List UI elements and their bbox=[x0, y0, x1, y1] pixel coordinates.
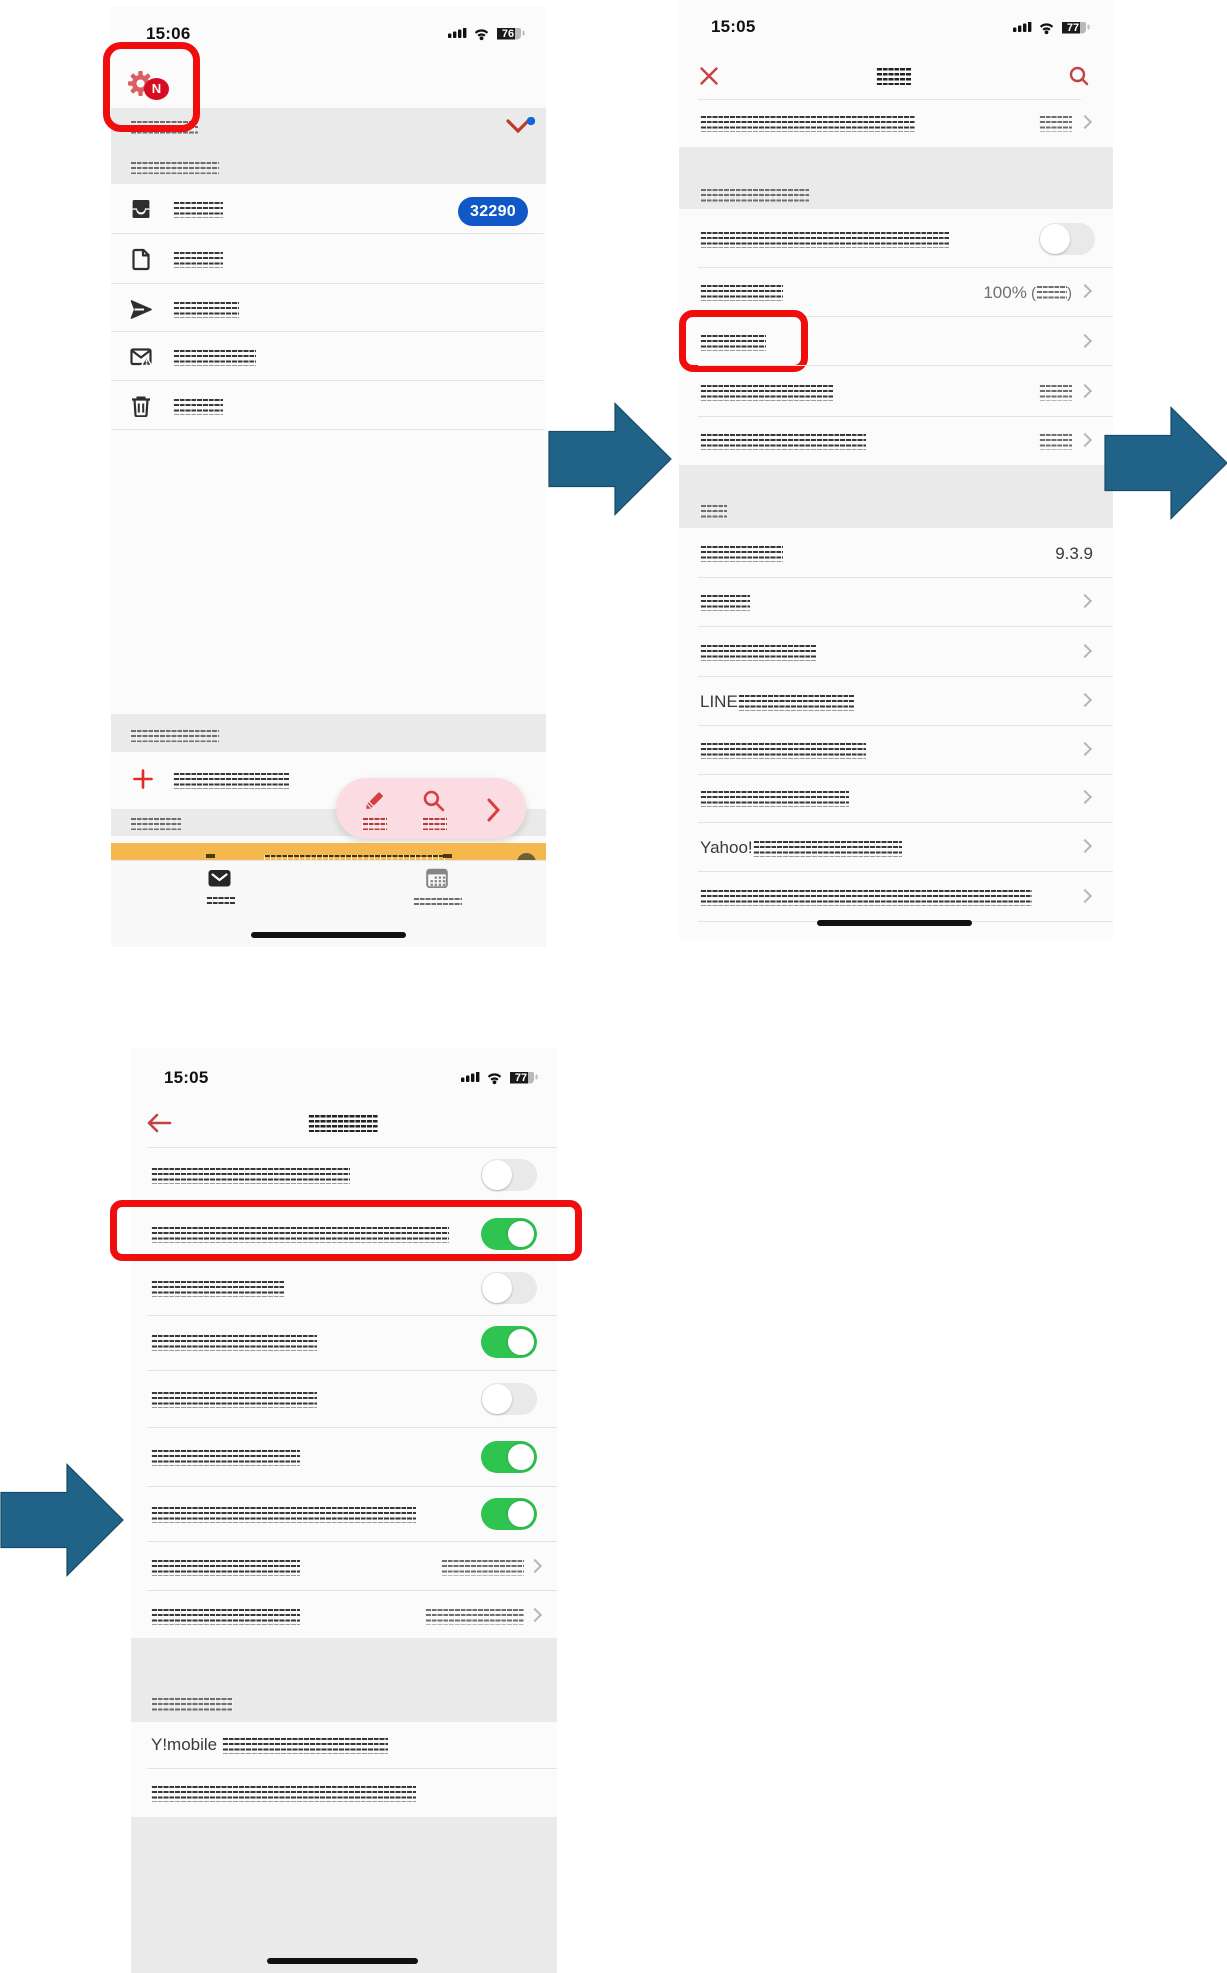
svg-text:77: 77 bbox=[1067, 22, 1079, 34]
svg-text:76: 76 bbox=[502, 28, 514, 40]
svg-text:77: 77 bbox=[515, 1072, 527, 1084]
